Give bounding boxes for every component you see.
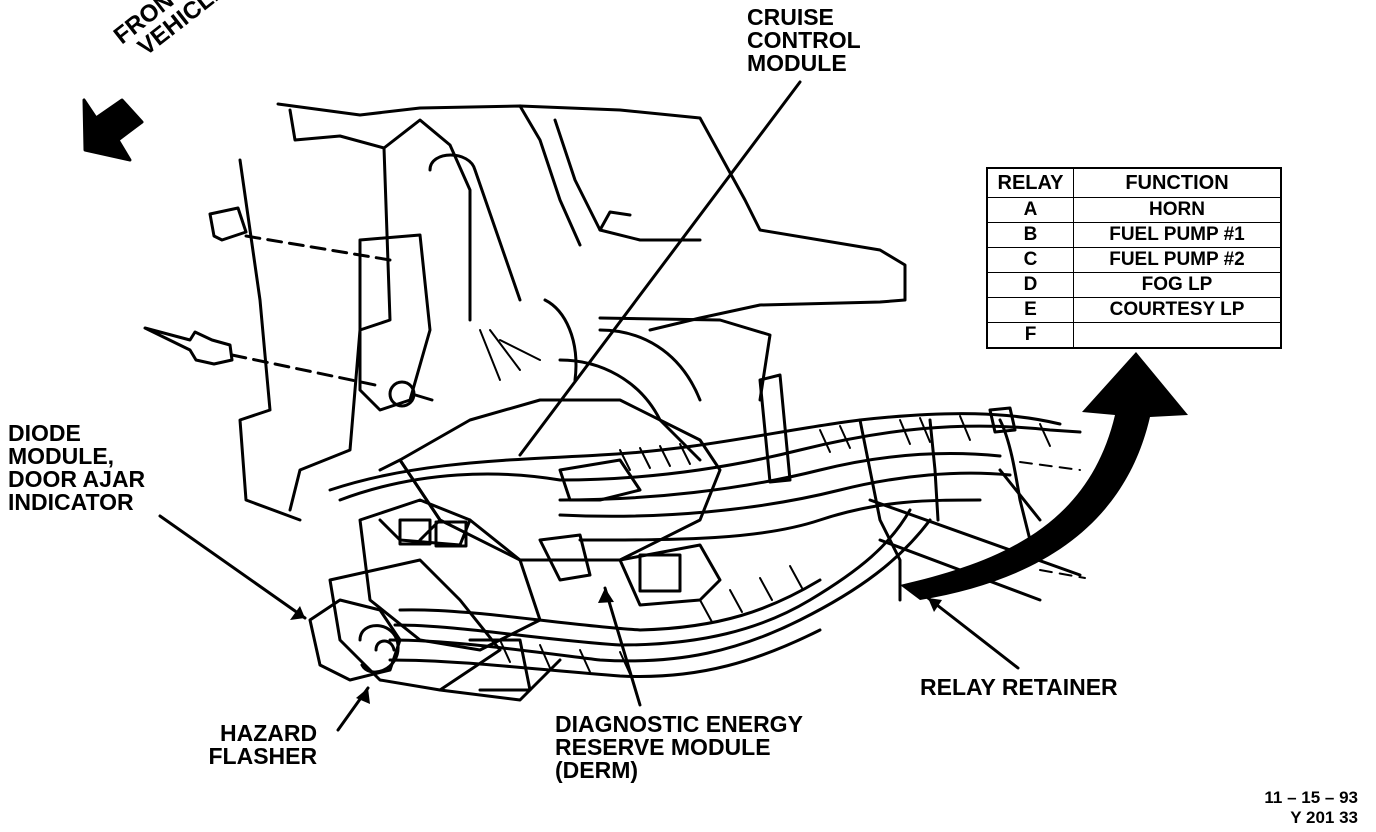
date-code: 11 – 15 – 93: [1264, 788, 1358, 807]
diode-module-label: DIODE MODULE, DOOR AJAR INDICATOR: [8, 420, 146, 515]
function-column-header: FUNCTION: [1073, 167, 1282, 198]
hazard-flasher-label: HAZARD FLASHER: [208, 720, 318, 769]
module-housing: [398, 398, 722, 562]
function-cell: FOG LP: [1073, 271, 1282, 298]
cruise-leader-line: [518, 80, 802, 457]
function-cell: FUEL PUMP #2: [1073, 246, 1282, 273]
function-cell: FUEL PUMP #1: [1073, 221, 1282, 248]
table-header-row: RELAY FUNCTION: [986, 167, 1282, 198]
table-row: F: [986, 321, 1282, 349]
table-row: E COURTESY LP: [986, 296, 1282, 323]
relay-curve-arrow-icon: [900, 352, 1188, 600]
table-row: D FOG LP: [986, 271, 1282, 298]
relay-retainer-label: RELAY RETAINER: [920, 674, 1118, 700]
table-row: B FUEL PUMP #1: [986, 221, 1282, 248]
table-row: A HORN: [986, 197, 1282, 223]
function-cell: [1073, 321, 1282, 349]
dash-frame: [276, 102, 907, 332]
front-arrow-icon: [82, 98, 144, 162]
relay-cell: B: [986, 221, 1074, 248]
function-cell: HORN: [1073, 197, 1282, 223]
harness-main: [338, 424, 1082, 502]
relay-cell: E: [986, 296, 1074, 323]
relay-cell: F: [986, 321, 1074, 349]
derm-label: DIAGNOSTIC ENERGY RESERVE MODULE (DERM): [555, 711, 803, 783]
diode-module-body: [308, 598, 402, 682]
relay-function-table: RELAY FUNCTION A HORN B FUEL PUMP #1 C F…: [986, 167, 1282, 349]
relay-retainer-leader-line: [926, 596, 1020, 670]
figure-code: Y 201 33: [1290, 808, 1358, 827]
relay-column-header: RELAY: [986, 167, 1074, 198]
diode-leader-line: [158, 514, 307, 620]
derm-leader-line: [603, 586, 642, 707]
relay-cell: C: [986, 246, 1074, 273]
function-cell: COURTESY LP: [1073, 296, 1282, 323]
cruise-control-module-label: CRUISE CONTROL MODULE: [747, 4, 861, 76]
relay-cell: A: [986, 197, 1074, 223]
table-row: C FUEL PUMP #2: [986, 246, 1282, 273]
relay-cell: D: [986, 271, 1074, 298]
